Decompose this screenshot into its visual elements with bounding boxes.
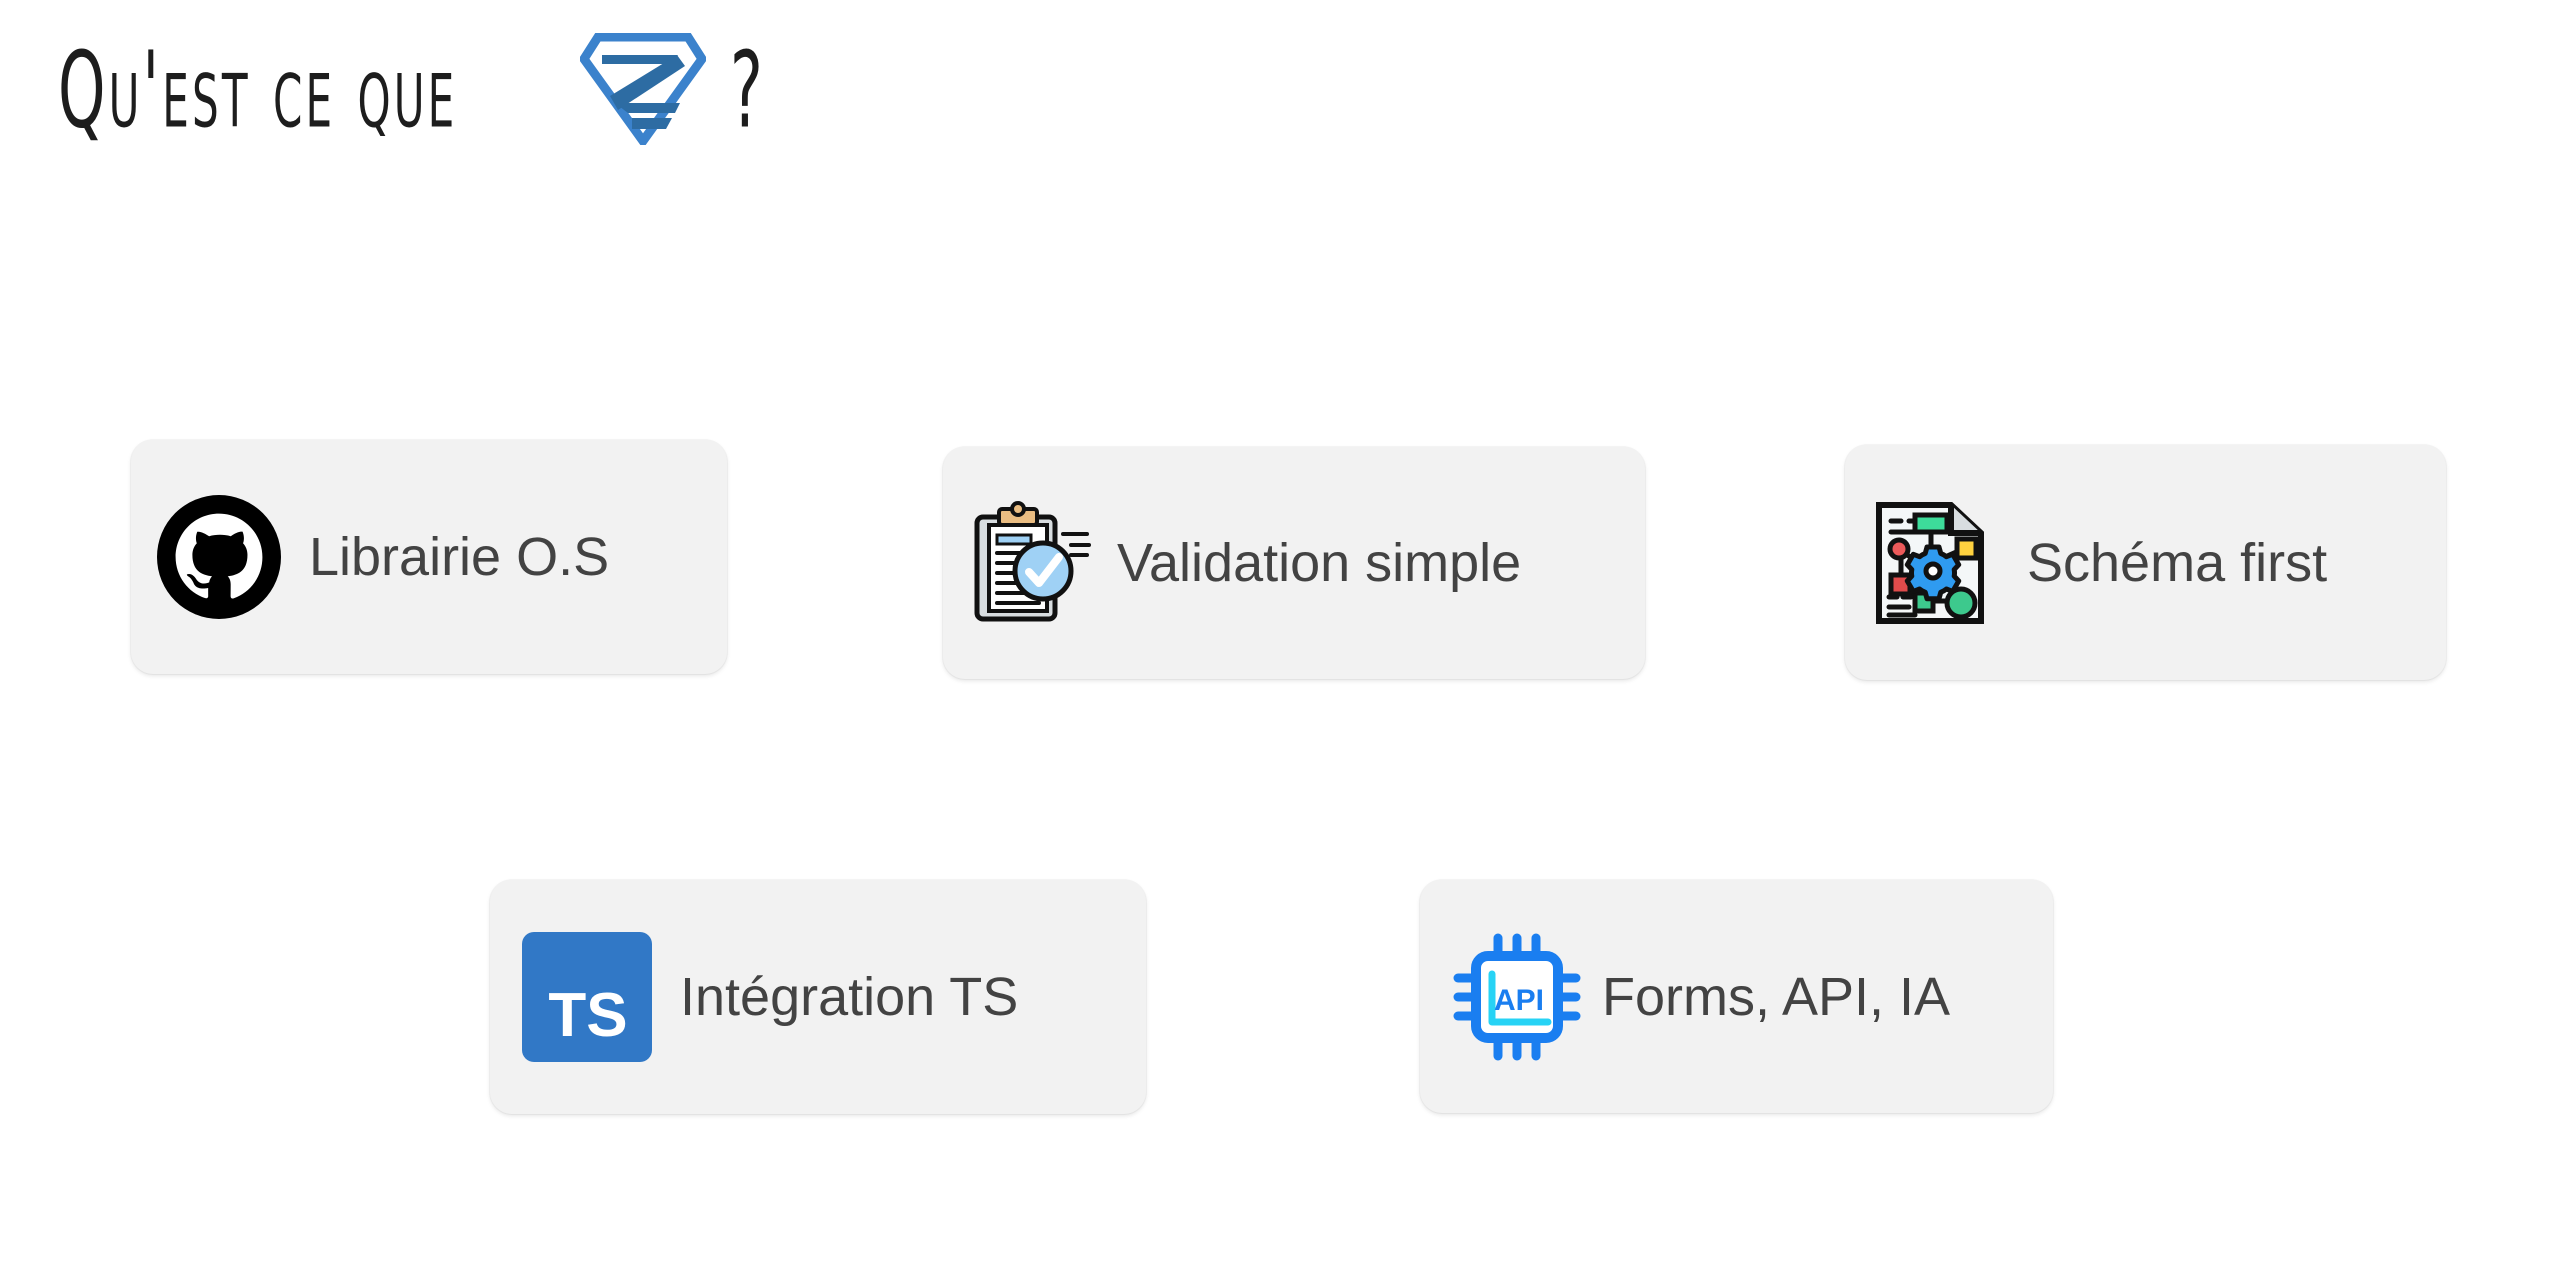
api-glyph: API [1494, 984, 1544, 1017]
card-label-librairie-os: Librairie O.S [309, 527, 610, 587]
title-question-mark: ? [730, 29, 763, 152]
api-chip-icon: API [1450, 930, 1584, 1064]
card-label-integration-ts: Intégration TS [680, 967, 1019, 1027]
document-flowchart-gear-icon [1871, 499, 1989, 627]
card-forms-api-ia[interactable]: API Forms, API, IA [1420, 880, 2053, 1113]
page-title: Qu'est ce que [58, 26, 771, 156]
title-text-before-logo: Qu'est ce que [58, 29, 458, 152]
typescript-glyph: TS [548, 981, 627, 1050]
github-icon [157, 495, 281, 619]
card-label-schema-first: Schéma first [2027, 532, 2328, 593]
card-integration-ts[interactable]: TS Intégration TS [490, 880, 1146, 1114]
card-librairie-os[interactable]: Librairie O.S [131, 440, 727, 674]
card-label-validation-simple: Validation simple [1117, 533, 1522, 593]
typescript-icon: TS [522, 932, 652, 1062]
clipboard-check-icon [967, 499, 1095, 627]
zod-logo [578, 32, 708, 150]
card-validation-simple[interactable]: Validation simple [943, 447, 1645, 679]
card-label-forms-api-ia: Forms, API, IA [1602, 966, 1951, 1027]
card-schema-first[interactable]: Schéma first [1845, 445, 2446, 680]
